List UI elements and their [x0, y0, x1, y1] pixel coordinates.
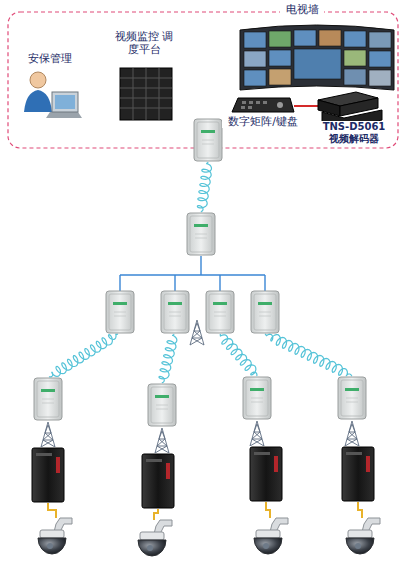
ethernet-bus: [120, 256, 265, 291]
caption-label: 安保管理: [20, 52, 80, 65]
wireless-coil: [220, 334, 257, 376]
operator-figure: [24, 72, 82, 118]
bridge-unit: [338, 377, 366, 419]
wireless-coil: [159, 334, 177, 383]
power-box: [142, 454, 174, 508]
label-holder: 数字矩阵/键盘: [222, 115, 304, 128]
wireless-coil: [265, 334, 352, 376]
bridge-unit: [243, 377, 271, 419]
power-box: [342, 447, 374, 501]
antenna-tower: [190, 320, 204, 345]
dome-camera: [346, 518, 380, 554]
video-cable: [294, 105, 318, 107]
bridge-unit: [161, 291, 189, 333]
label-holder: 安保管理: [20, 52, 80, 65]
towers: [41, 320, 359, 453]
antenna-tower: [155, 428, 169, 453]
tv-wall: [240, 25, 394, 90]
dome-cameras: [38, 518, 380, 556]
antenna-tower: [345, 421, 359, 446]
bridge-unit: [194, 119, 222, 161]
label-holder: 视频监控 调度平台: [114, 30, 174, 56]
bridge-unit: [206, 291, 234, 333]
caption-label: 数字矩阵/键盘: [222, 115, 304, 128]
bridge-units: [34, 119, 366, 426]
label-holder: TNS-D5061 视频解码器: [318, 121, 390, 145]
label-holder: 电视墙: [280, 3, 324, 16]
wireless-links: [49, 162, 352, 383]
antenna-tower: [41, 422, 55, 447]
caption-label: 视频监控 调度平台: [114, 30, 174, 56]
power-box: [32, 448, 64, 502]
bridge-unit: [187, 213, 215, 255]
power-box: [250, 447, 282, 501]
dome-camera: [38, 518, 72, 554]
caption-label: TNS-D5061 视频解码器: [318, 121, 390, 145]
bridge-unit: [251, 291, 279, 333]
server-rack: [120, 68, 172, 120]
wireless-coil: [197, 162, 211, 212]
wireless-coil: [49, 334, 118, 377]
bridge-unit: [106, 291, 134, 333]
antenna-tower: [250, 421, 264, 446]
dome-camera: [138, 520, 172, 556]
bridge-unit: [148, 384, 176, 426]
bridge-unit: [34, 378, 62, 420]
caption-label: 电视墙: [280, 3, 324, 16]
power-boxes: [32, 447, 374, 508]
dome-camera: [254, 518, 288, 554]
camera-cables: [48, 502, 362, 520]
matrix-keyboard: [232, 98, 294, 112]
